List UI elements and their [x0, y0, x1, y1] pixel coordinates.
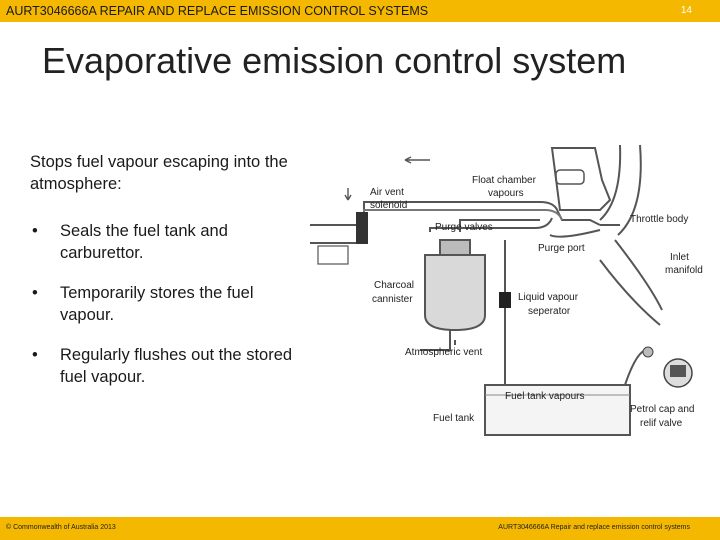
label-fuel-tank-vapours: Fuel tank vapours: [505, 391, 585, 402]
petrol-cap-icon: [663, 358, 693, 388]
purge-line: [429, 217, 553, 232]
bullet-text: Temporarily stores the fuel vapour.: [60, 284, 254, 324]
purge-port-line: [549, 224, 620, 238]
cannister-top-icon: [439, 239, 471, 256]
label-purge-valves: Purge valves: [435, 222, 493, 233]
charcoal-cannister-icon: [424, 254, 486, 332]
intro-text: Stops fuel vapour escaping into the atmo…: [30, 153, 288, 193]
bullet-text: Seals the fuel tank and carburettor.: [60, 222, 228, 262]
filler-neck-icon: [624, 349, 646, 386]
label-seperator: seperator: [528, 306, 571, 317]
label-petrol-cap: Petrol cap and: [630, 404, 695, 415]
label-cannister: cannister: [372, 294, 413, 305]
solenoid-wire: [310, 224, 358, 244]
evap-system-diagram: Air vent solenoid Float chamber vapours …: [310, 144, 703, 436]
label-atmospheric-vent: Atmospheric vent: [405, 347, 482, 358]
arrow-icon: [344, 188, 352, 201]
label-purge-port: Purge port: [538, 243, 585, 254]
float-icon: [555, 169, 585, 185]
air-vent-solenoid-icon: [356, 212, 368, 244]
battery-icon: [317, 245, 349, 265]
label-relif-valve: relif valve: [640, 418, 683, 429]
atmospheric-vent-line: [420, 330, 456, 351]
label-inlet: Inlet: [670, 252, 689, 263]
throttle-body-wall: [617, 144, 642, 236]
bullet-list: • Seals the fuel tank and carburettor. • T…: [30, 220, 300, 388]
label-liquid-vapour: Liquid vapour: [518, 292, 579, 303]
slide-title: Evaporative emission control system: [42, 40, 627, 81]
label-vapours: vapours: [488, 188, 524, 199]
bullet-icon: •: [32, 284, 38, 302]
liquid-vapour-separator-icon: [499, 292, 511, 308]
footer-copyright: © Commonwealth of Australia 2013: [6, 524, 116, 531]
fuel-tank-icon: [484, 384, 631, 436]
bullet-item: • Regularly flushes out the stored fuel v…: [30, 344, 300, 388]
arrow-icon: [404, 156, 430, 164]
bullet-icon: •: [32, 222, 38, 240]
bullet-item: • Temporarily stores the fuel vapour.: [30, 282, 300, 326]
label-manifold: manifold: [665, 265, 703, 276]
filler-cap-icon: [642, 346, 654, 358]
label-float-chamber: Float chamber: [472, 175, 537, 186]
footer-course-ref: AURT3046666A Repair and replace emission…: [498, 524, 690, 531]
label-fuel-tank: Fuel tank: [433, 413, 475, 424]
manifold-wall: [614, 239, 663, 311]
label-air-vent: Air vent: [370, 187, 404, 198]
label-throttle-body: Throttle body: [630, 214, 688, 225]
label-charcoal: Charcoal: [374, 280, 414, 291]
purge-valve-line: [459, 219, 540, 232]
float-chamber-icon: [550, 147, 612, 211]
manifold-wall: [599, 259, 661, 326]
bullet-item: • Seals the fuel tank and carburettor.: [30, 220, 300, 264]
header-bar: AURT3046666A REPAIR AND REPLACE EMISSION…: [0, 0, 720, 22]
vapour-line-inner: [363, 209, 563, 221]
throttle-body-wall: [599, 144, 622, 221]
bullet-icon: •: [32, 346, 38, 364]
bullet-text: Regularly flushes out the stored fuel va…: [60, 346, 293, 386]
label-solenoid: solenoid: [370, 200, 407, 211]
footer-bar: © Commonwealth of Australia 2013 AURT304…: [0, 517, 720, 540]
page-number: 14: [680, 5, 692, 16]
course-title: AURT3046666A REPAIR AND REPLACE EMISSION…: [6, 4, 429, 18]
